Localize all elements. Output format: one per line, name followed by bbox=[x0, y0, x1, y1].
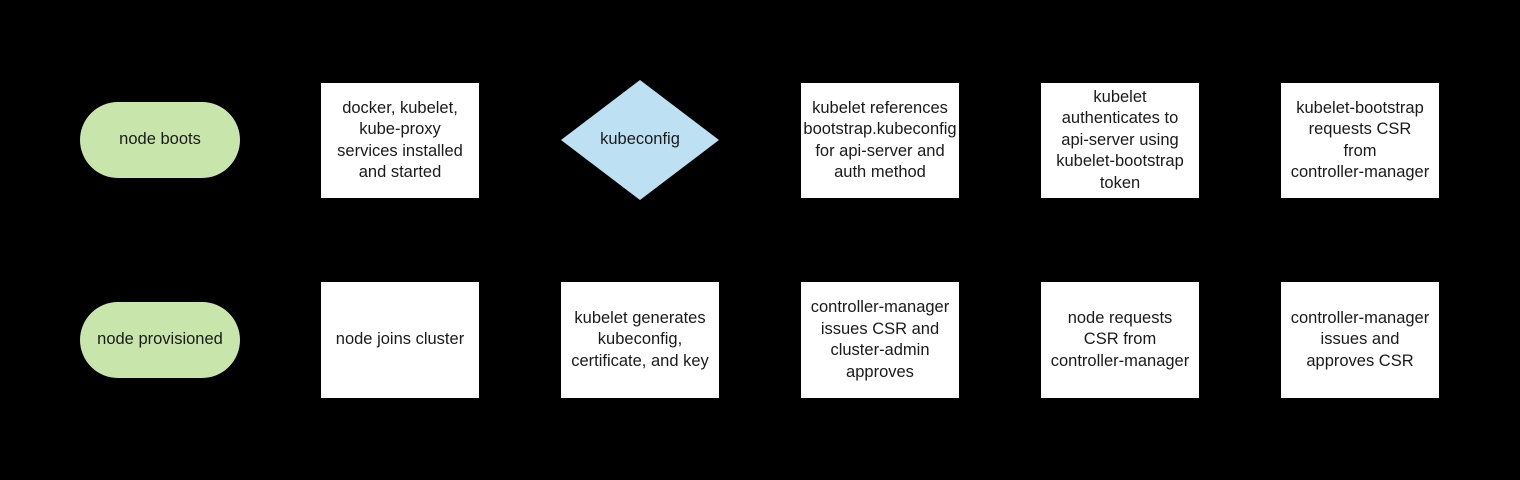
node-label: kubelet authenticates to api-server usin… bbox=[1056, 87, 1184, 192]
node-label: kubelet-bootstrap requests CSR from cont… bbox=[1290, 98, 1430, 182]
node-services-installed[interactable]: docker, kubelet, kube-proxy services ins… bbox=[321, 83, 479, 198]
node-controller-manager-issues-approves[interactable]: controller-manager issues and approves C… bbox=[1281, 282, 1439, 398]
node-kubelet-generates-kubeconfig[interactable]: kubelet generates kubeconfig, certificat… bbox=[561, 282, 719, 398]
node-node-boots[interactable]: node boots bbox=[80, 102, 240, 178]
node-label: controller-manager issues and approves C… bbox=[1290, 308, 1430, 370]
diamond-shape-icon bbox=[561, 80, 719, 200]
node-label: kubelet references bootstrap.kubeconfig … bbox=[803, 98, 957, 182]
node-label: node provisioned bbox=[97, 330, 223, 349]
node-label: kubeconfig bbox=[600, 130, 680, 149]
node-label: node requests CSR from controller-manage… bbox=[1050, 308, 1190, 370]
node-label: kubelet generates kubeconfig, certificat… bbox=[571, 308, 709, 370]
node-kubeconfig[interactable]: kubeconfig bbox=[561, 80, 719, 200]
node-node-requests-csr[interactable]: node requests CSR from controller-manage… bbox=[1041, 282, 1199, 398]
node-label: docker, kubelet, kube-proxy services ins… bbox=[337, 98, 463, 182]
node-kubelet-authenticates[interactable]: kubelet authenticates to api-server usin… bbox=[1041, 83, 1199, 198]
node-node-joins-cluster[interactable]: node joins cluster bbox=[321, 282, 479, 398]
node-label: node joins cluster bbox=[335, 330, 465, 349]
node-label: node boots bbox=[119, 130, 201, 149]
node-controller-manager-issues-csr[interactable]: controller-manager issues CSR and cluste… bbox=[801, 282, 959, 398]
node-kubelet-references-bootstrap[interactable]: kubelet references bootstrap.kubeconfig … bbox=[801, 83, 959, 198]
node-kubelet-bootstrap-requests-csr[interactable]: kubelet-bootstrap requests CSR from cont… bbox=[1281, 83, 1439, 198]
node-node-provisioned[interactable]: node provisioned bbox=[80, 302, 240, 378]
node-label: controller-manager issues CSR and cluste… bbox=[810, 298, 950, 381]
